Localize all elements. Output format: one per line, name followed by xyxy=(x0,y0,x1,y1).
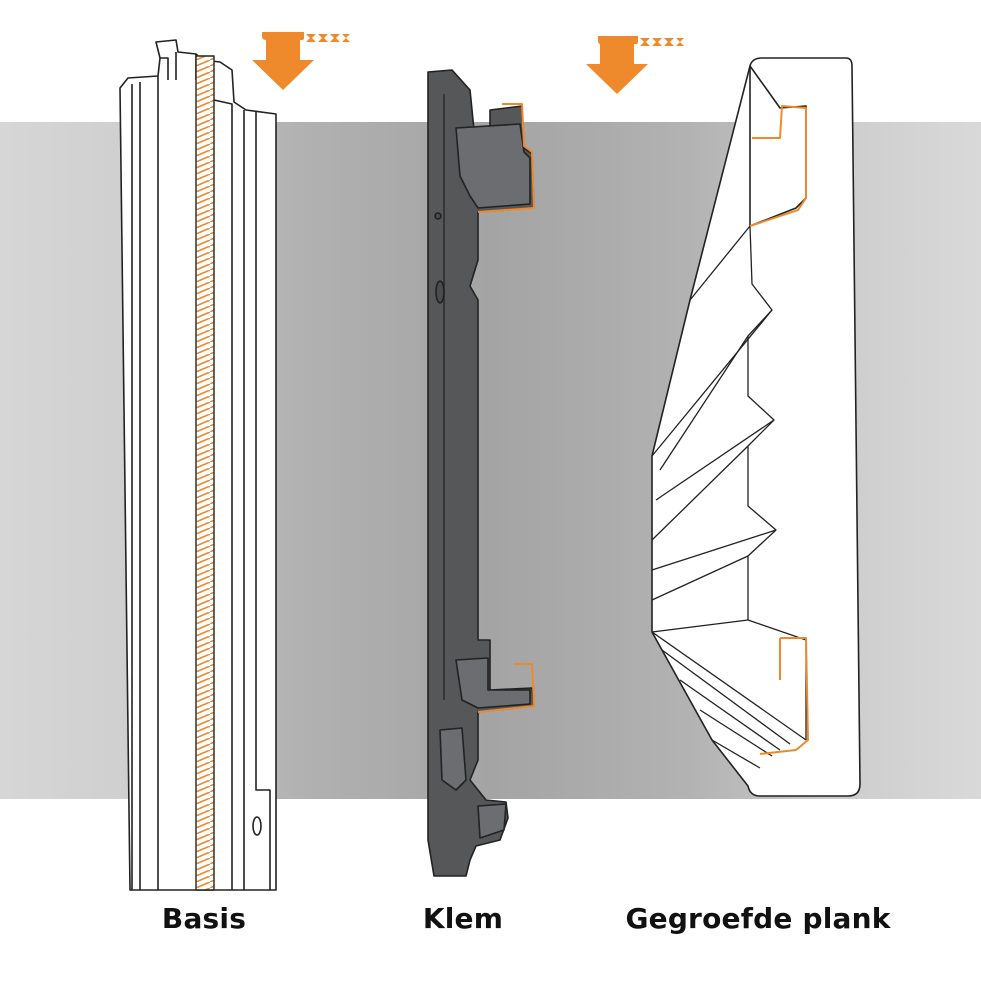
down-arrow-icon xyxy=(586,36,684,94)
base-rail xyxy=(119,39,277,891)
label-base: Basis xyxy=(161,902,247,935)
grooved-plank xyxy=(651,57,861,797)
label-grooved-plank: Gegroefde plank xyxy=(625,902,891,935)
down-arrow-icon xyxy=(252,32,350,90)
base-teeth-strip xyxy=(195,55,215,891)
label-clip: Klem xyxy=(422,902,504,935)
clip-hole xyxy=(435,280,445,304)
base-hole xyxy=(252,816,262,836)
clip-hole xyxy=(434,212,442,220)
clip xyxy=(427,69,535,877)
